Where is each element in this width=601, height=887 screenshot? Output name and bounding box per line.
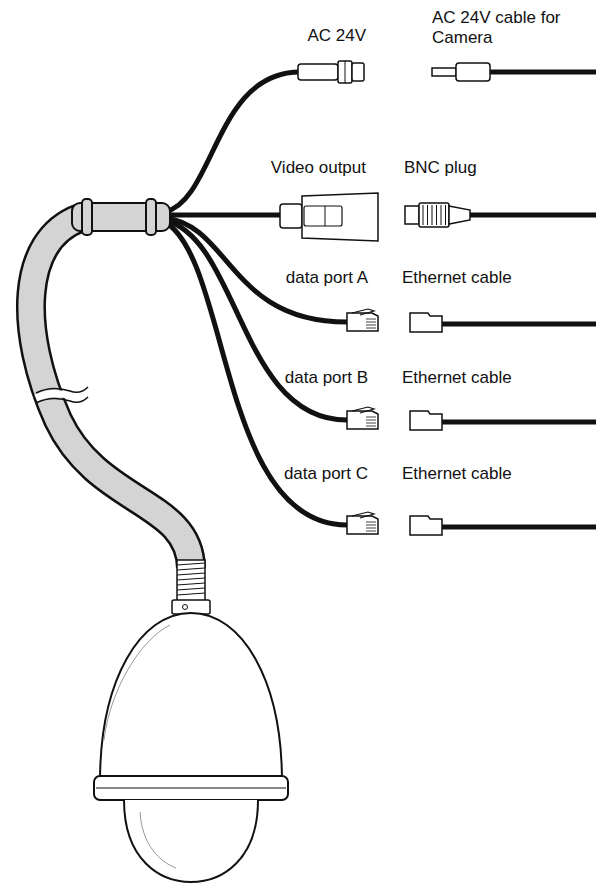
part-label: data port A bbox=[250, 268, 368, 288]
rj45-latch bbox=[352, 512, 374, 518]
knurl-line bbox=[427, 205, 428, 225]
power-wire bbox=[165, 72, 300, 212]
rj45-contact bbox=[366, 525, 376, 526]
sleeve-ring bbox=[146, 199, 156, 235]
main-cable bbox=[31, 218, 191, 568]
set-screw bbox=[183, 605, 188, 610]
rj45-plug bbox=[347, 516, 378, 534]
power-plug-pin bbox=[432, 68, 456, 76]
knurl-line bbox=[441, 205, 442, 225]
bubble-highlight bbox=[140, 812, 176, 868]
ethernet-cable-line bbox=[442, 322, 596, 327]
rj45-contact bbox=[366, 528, 376, 529]
power-socket-collar bbox=[338, 61, 352, 83]
part-label: Ethernet cable bbox=[402, 464, 572, 484]
part-label: AC 24V bbox=[262, 26, 366, 46]
rj45-plug bbox=[347, 411, 378, 429]
power-socket-tip bbox=[352, 63, 364, 81]
bnc-socket-neck bbox=[280, 204, 302, 228]
power-plug bbox=[456, 63, 490, 81]
knurl-line bbox=[436, 205, 437, 225]
rj45-contact bbox=[366, 322, 376, 323]
knurl-line bbox=[445, 205, 446, 225]
bnc-plug-boot bbox=[449, 206, 470, 224]
thread-line bbox=[177, 563, 205, 565]
data-wire-b bbox=[165, 220, 347, 420]
power-cable bbox=[490, 70, 596, 75]
thread-line bbox=[177, 588, 205, 590]
rj45-contact bbox=[366, 417, 376, 418]
rj45-contact bbox=[366, 531, 376, 532]
video-wire bbox=[165, 213, 282, 218]
part-label: data port C bbox=[250, 464, 368, 484]
thread-line bbox=[177, 573, 205, 575]
power-socket bbox=[298, 64, 338, 80]
thread-line bbox=[177, 583, 205, 585]
ring-groove bbox=[96, 788, 286, 789]
rj45-contact bbox=[366, 420, 376, 421]
thread-line bbox=[177, 578, 205, 580]
rj45-contact bbox=[366, 325, 376, 326]
rj45-latch bbox=[352, 407, 374, 413]
bnc-plug-tip bbox=[405, 206, 419, 224]
dome-bubble bbox=[124, 800, 258, 882]
knurl-line bbox=[423, 205, 424, 225]
ethernet-connectors bbox=[347, 309, 596, 535]
rj45-contact bbox=[366, 426, 376, 427]
bnc-socket-detail bbox=[325, 206, 326, 226]
rj45-contact bbox=[366, 423, 376, 424]
part-label: Video output bbox=[226, 158, 366, 178]
bnc-plug-body bbox=[419, 203, 449, 227]
ethernet-jack bbox=[410, 313, 442, 332]
dome-housing bbox=[100, 613, 282, 782]
part-label: Ethernet cable bbox=[402, 368, 572, 388]
rj45-contact bbox=[366, 328, 376, 329]
break-mark bbox=[36, 397, 88, 403]
housing-highlight bbox=[104, 625, 170, 740]
rj45-contact bbox=[366, 319, 376, 320]
part-label: data port B bbox=[250, 368, 368, 388]
break-gap bbox=[36, 392, 88, 398]
part-label: Ethernet cable bbox=[402, 268, 572, 288]
rj45-plug bbox=[347, 313, 378, 331]
bnc-socket bbox=[304, 206, 342, 226]
ethernet-jack bbox=[410, 516, 442, 535]
mount-nut bbox=[172, 600, 210, 614]
video-cable bbox=[470, 213, 596, 218]
ethernet-cable-line bbox=[442, 525, 596, 530]
rj45-contact bbox=[366, 522, 376, 523]
thread-line bbox=[177, 593, 205, 595]
bnc-knurl bbox=[423, 205, 446, 225]
ethernet-jack bbox=[410, 411, 442, 430]
threaded-fitting bbox=[177, 560, 205, 602]
socket-ring bbox=[345, 61, 346, 83]
thread-line bbox=[177, 568, 205, 570]
dome-ring bbox=[94, 776, 288, 800]
wire-group bbox=[165, 72, 347, 525]
sleeve-ring bbox=[82, 199, 92, 235]
knurl-line bbox=[432, 205, 433, 225]
part-label: BNC plug bbox=[404, 158, 554, 178]
part-label: AC 24V cable for Camera bbox=[432, 8, 582, 48]
main-cable-outline bbox=[31, 218, 191, 568]
rj45-latch bbox=[352, 309, 374, 315]
break-mark bbox=[36, 387, 88, 393]
thread-lines bbox=[177, 563, 205, 595]
video-output-housing bbox=[302, 193, 378, 241]
ethernet-cable-line bbox=[442, 420, 596, 425]
